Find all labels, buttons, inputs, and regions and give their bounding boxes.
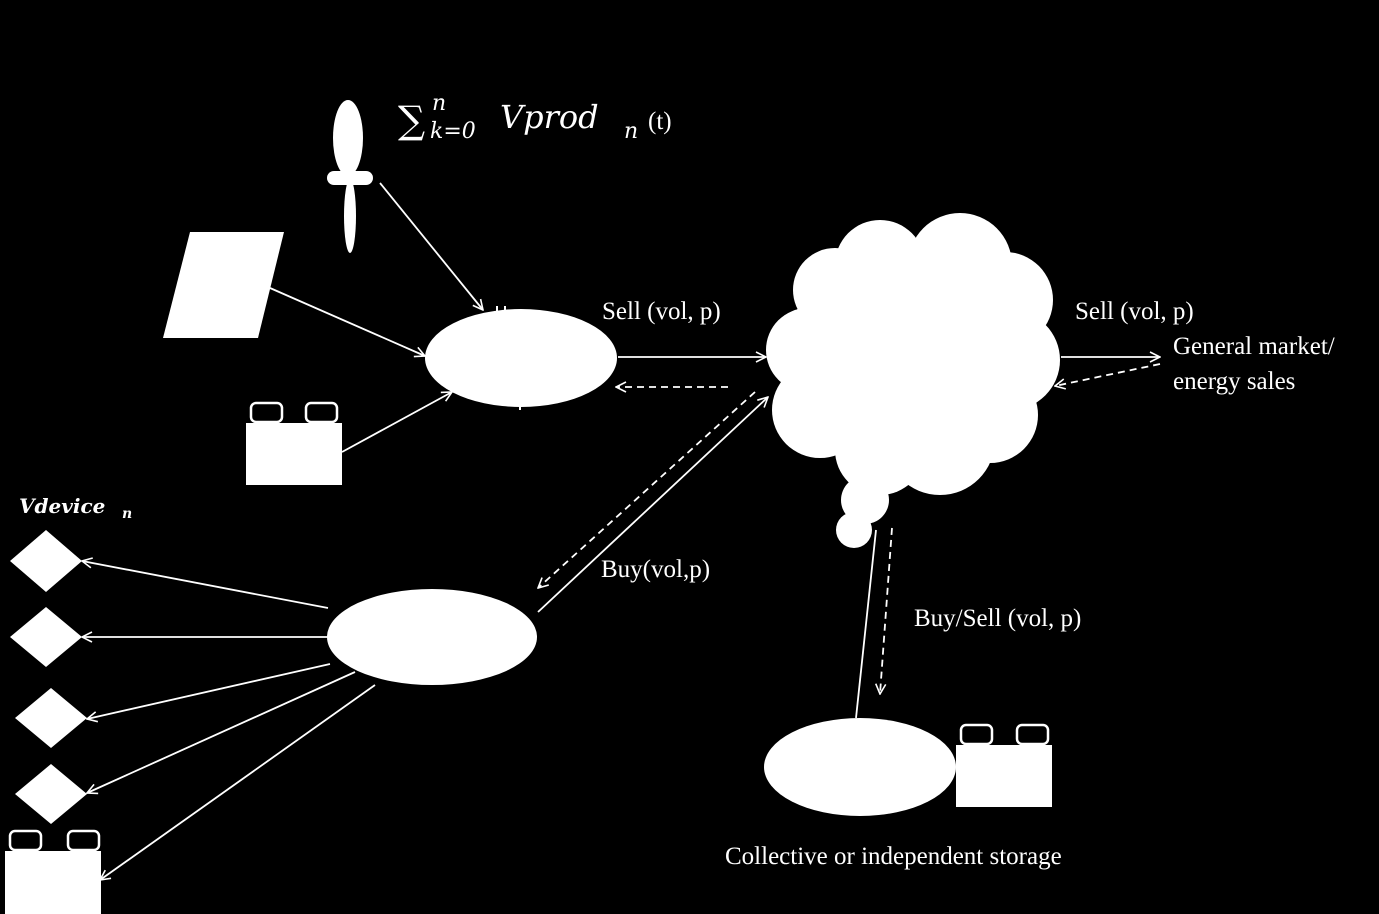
device-diamond-3 xyxy=(15,688,87,748)
arrow-consumer-to-device-3 xyxy=(87,663,331,719)
formula-subscript: k=0 xyxy=(430,119,476,144)
arrow-solar-to-producer xyxy=(269,287,425,356)
sell-label-left: Sell (vol, p) xyxy=(602,298,721,325)
arrow-cloud-to-storage-dashed xyxy=(880,527,893,694)
device-label: Vdevice n xyxy=(19,494,132,522)
device-diamond-1 xyxy=(10,530,82,592)
device-diamond-4 xyxy=(15,764,87,824)
formula-sigma: ∑ xyxy=(398,98,425,142)
producer-battery-icon xyxy=(246,401,342,485)
arrow-consumer-to-device-battery xyxy=(100,684,376,880)
market-label-line1: General market/ xyxy=(1173,333,1335,360)
consumer-node xyxy=(327,589,537,685)
arrow-consumer-to-device-1 xyxy=(82,561,329,609)
arrow-battery-to-producer xyxy=(341,392,452,453)
formula-superscript: n xyxy=(432,91,446,116)
formula-variable: Vprod xyxy=(500,98,599,136)
arrow-consumer-to-cloud-buy xyxy=(537,397,768,613)
wind-turbine-icon xyxy=(327,100,373,253)
link-cloud-to-storage xyxy=(855,529,877,719)
production-formula: ∑ n k=0 Vprod n (t) xyxy=(398,91,672,144)
storage-battery-icon xyxy=(956,723,1052,807)
formula-argument: (t) xyxy=(648,108,672,135)
market-label-line2: energy sales xyxy=(1173,368,1295,395)
device-diamond-2 xyxy=(10,607,82,667)
storage-label: Collective or independent storage xyxy=(725,843,1062,870)
flow-arrows xyxy=(82,182,1161,880)
arrow-turbine-to-producer xyxy=(379,182,483,310)
device-icons xyxy=(10,530,87,824)
buy-sell-label: Buy/Sell (vol, p) xyxy=(914,605,1081,632)
sell-label-right: Sell (vol, p) xyxy=(1075,298,1194,325)
solar-panel-icon xyxy=(163,232,284,338)
formula-variable-subscript: n xyxy=(624,119,638,144)
device-label-subscript: n xyxy=(122,506,132,522)
device-label-variable: Vdevice xyxy=(19,494,105,518)
market-cloud xyxy=(766,213,1060,548)
storage-node xyxy=(764,718,956,816)
arrow-market-to-cloud-dashed xyxy=(1055,363,1161,386)
arrow-consumer-to-device-4 xyxy=(87,671,356,793)
device-battery-icon xyxy=(5,829,101,914)
arrow-cloud-to-consumer-dashed xyxy=(538,391,756,588)
producer-node xyxy=(425,306,617,410)
buy-label: Buy(vol,p) xyxy=(601,556,710,583)
